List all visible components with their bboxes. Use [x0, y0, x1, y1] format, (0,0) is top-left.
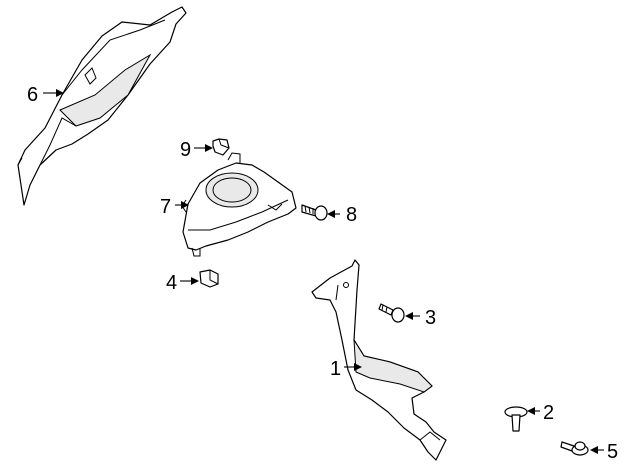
callout-7: 7: [160, 196, 171, 218]
part-1-lower-trim-panel: [311, 259, 447, 461]
callout-3: 3: [425, 307, 436, 329]
part-3-bolt: [378, 303, 405, 323]
part-9-retainer-clip: [212, 138, 230, 156]
callout-4: 4: [166, 272, 177, 294]
part-2-push-pin: [504, 406, 528, 432]
callout-6: 6: [27, 84, 38, 106]
callout-5: 5: [607, 441, 618, 463]
part-7-speaker-trim: [181, 152, 297, 257]
callout-2: 2: [543, 402, 554, 424]
part-8-screw: [301, 204, 328, 221]
callout-8: 8: [346, 204, 357, 226]
part-4-retainer-clip: [199, 269, 219, 288]
part-6-quarter-trim-panel: [17, 6, 187, 206]
leader-lines: [43, 89, 604, 454]
callout-1: 1: [330, 358, 341, 380]
part-5-flange-bolt: [560, 441, 589, 456]
callout-9: 9: [180, 139, 191, 161]
